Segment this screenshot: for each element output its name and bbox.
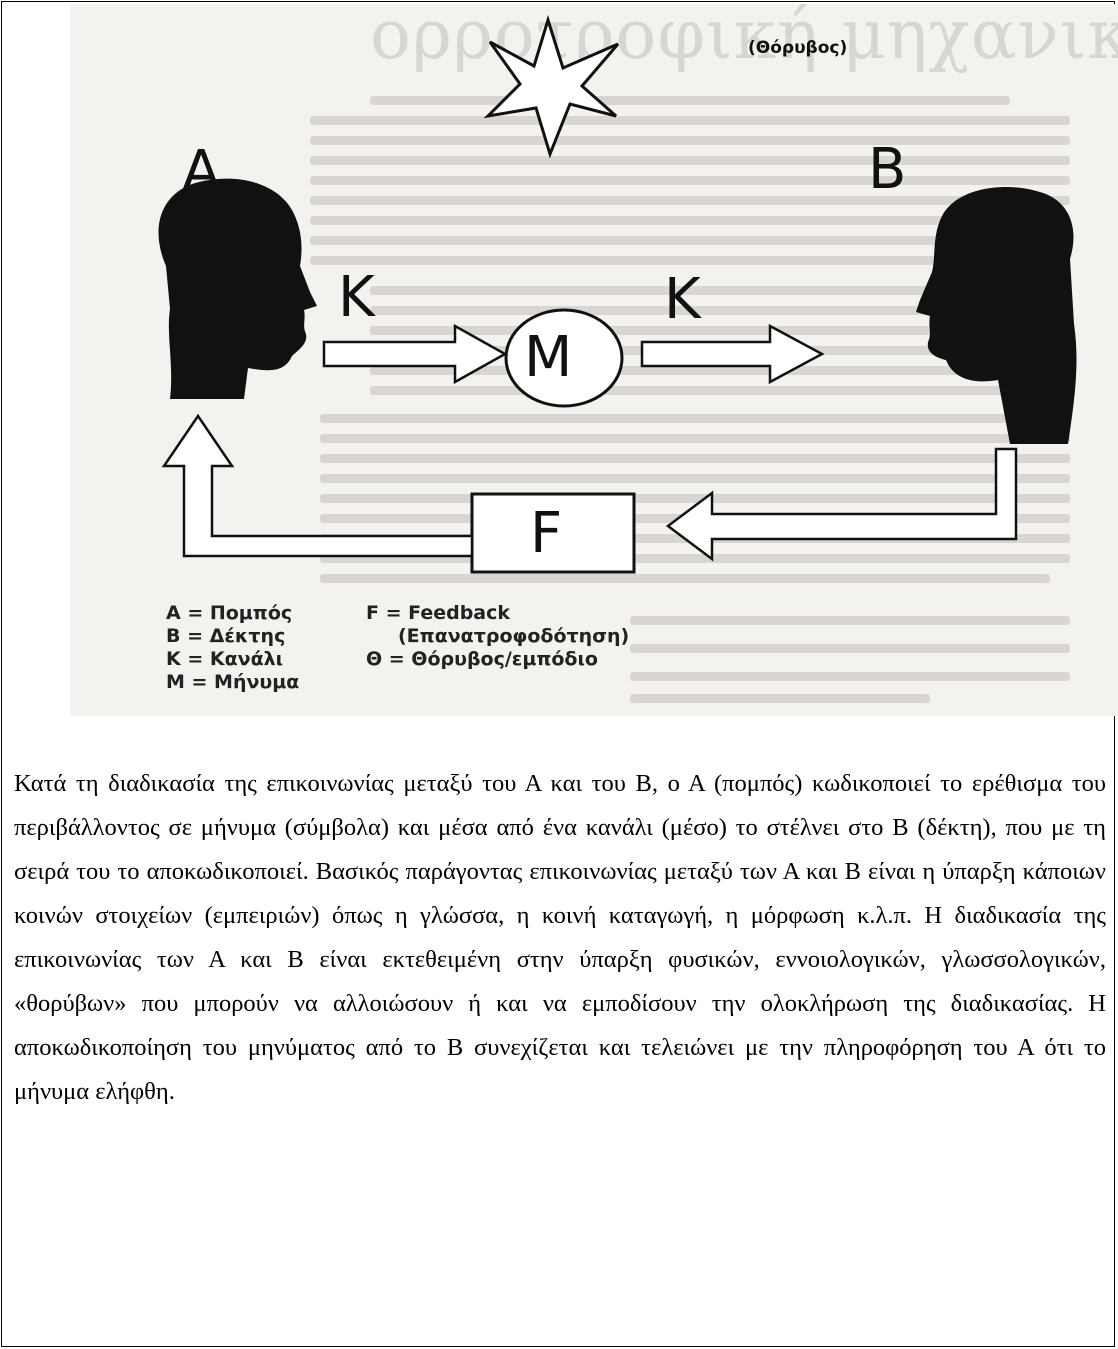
channel-arrow-right-icon — [642, 326, 822, 382]
sender-head-icon — [158, 179, 317, 399]
noise-label: (Θόρυβος) — [748, 38, 847, 58]
sender-label: A — [182, 144, 220, 200]
feedback-arrow-out-icon — [164, 416, 472, 556]
legend-item: K = Κανάλι — [166, 648, 299, 671]
legend-item: F = Feedback — [366, 602, 629, 625]
legend-right: F = Feedback (Επανατροφοδότηση) Θ = Θόρυ… — [366, 602, 629, 671]
feedback-label: F — [530, 506, 562, 562]
receiver-label: B — [868, 142, 906, 198]
communication-diagram: ορροτροφική μηχανική (Θόρυβος) A B — [70, 4, 1118, 716]
legend-left: A = Πομπός B = Δέκτης K = Κανάλι M = Μήν… — [166, 602, 299, 694]
body-paragraph: Κατά τη διαδικασία της επικοινωνίας μετα… — [14, 762, 1106, 1114]
legend-item: B = Δέκτης — [166, 625, 299, 648]
noise-star-icon — [488, 20, 618, 154]
legend-item: A = Πομπός — [166, 602, 299, 625]
legend-item: M = Μήνυμα — [166, 671, 299, 694]
channel-label-right: K — [664, 272, 701, 328]
channel-arrow-left-icon — [324, 326, 505, 382]
receiver-head-icon — [916, 187, 1076, 444]
message-label: M — [524, 330, 572, 386]
legend-item: Θ = Θόρυβος/εμπόδιο — [366, 648, 629, 671]
feedback-arrow-in-icon — [668, 449, 1016, 559]
legend-item: (Επανατροφοδότηση) — [366, 625, 629, 648]
channel-label-left: K — [338, 270, 375, 326]
